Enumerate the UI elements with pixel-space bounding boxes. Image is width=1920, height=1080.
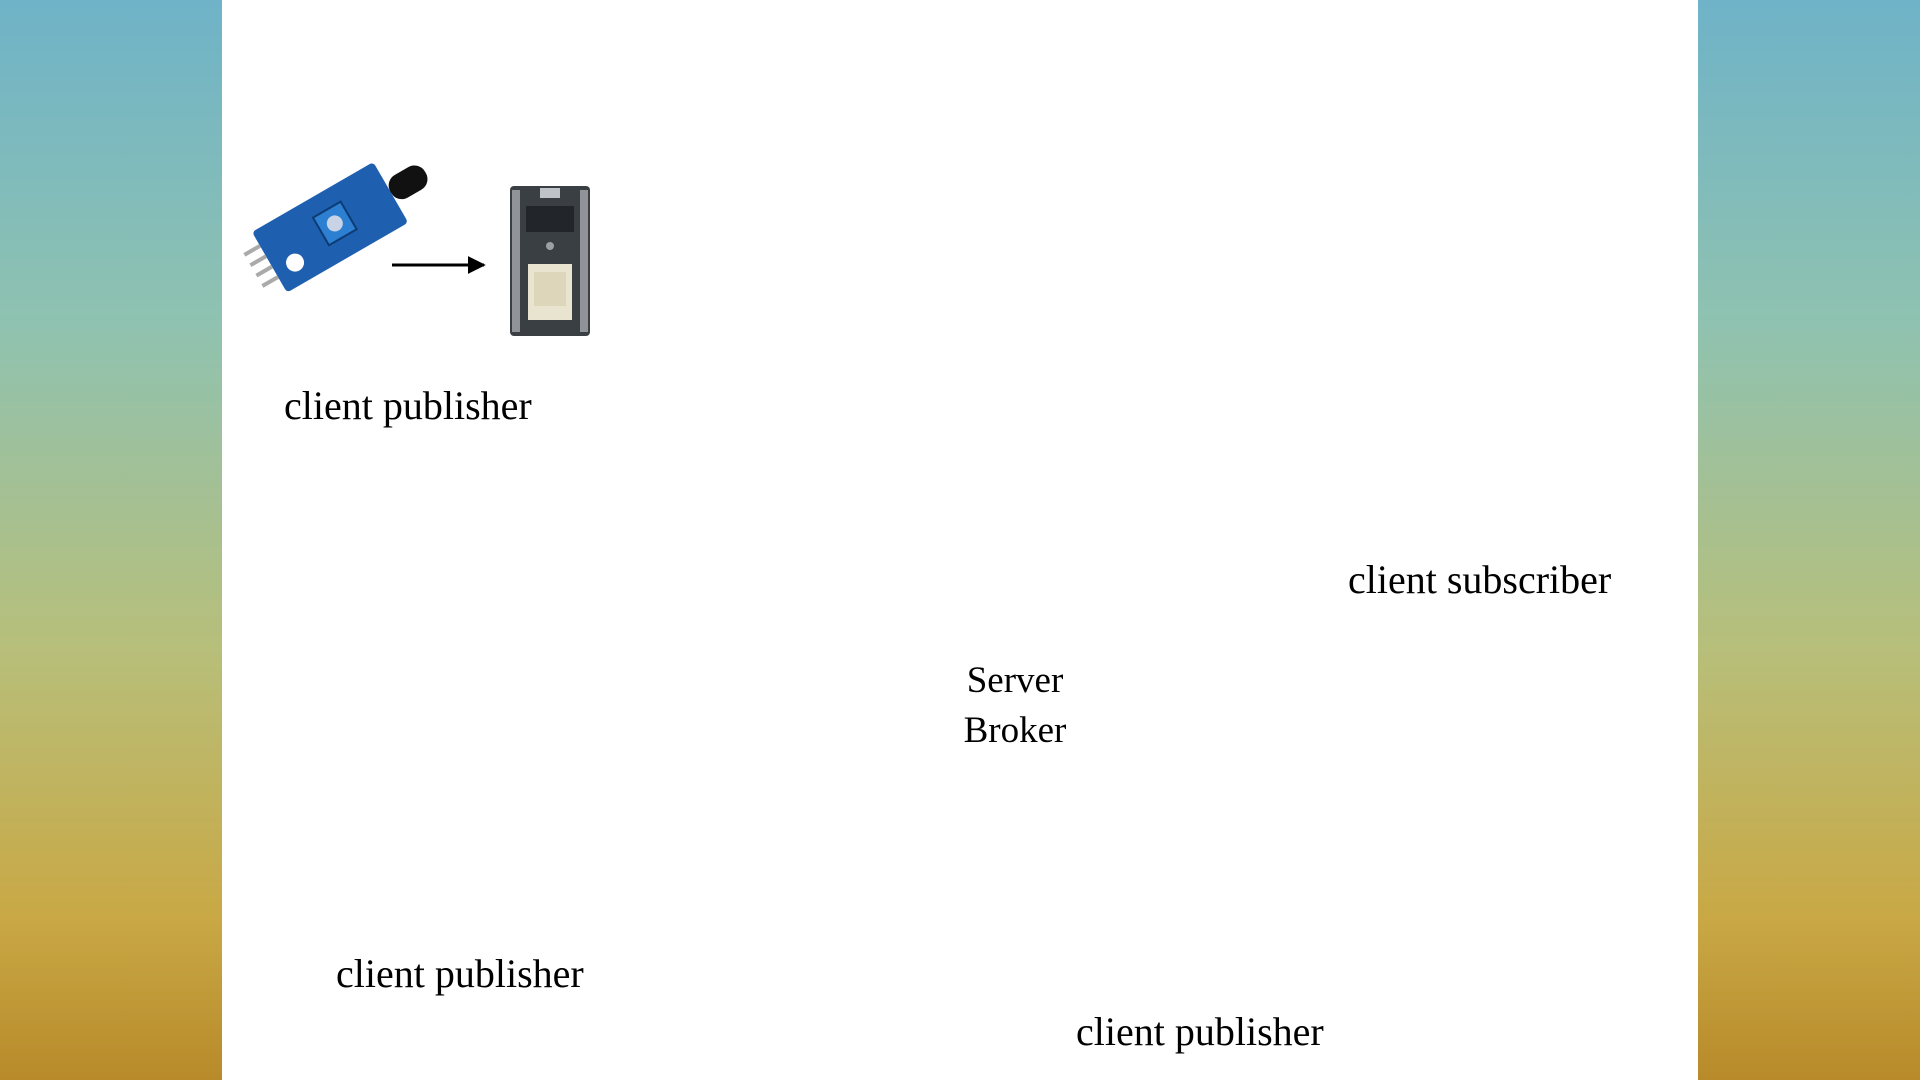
label-broker-server: Server (966, 660, 1064, 701)
mqtt-diagram (243, 163, 590, 336)
flame-sensor-icon (243, 163, 428, 292)
esp8266-board-icon (510, 186, 590, 336)
label-broker-broker: Broker (963, 710, 1067, 751)
label-publisher-bottom-right: client publisher (1076, 1009, 1324, 1054)
label-publisher-bottom-left: client publisher (336, 951, 584, 996)
label-subscriber: client subscriber (1348, 557, 1612, 602)
slide: client publisher client publisher client… (222, 0, 1698, 1080)
label-publisher-top: client publisher (284, 383, 532, 428)
